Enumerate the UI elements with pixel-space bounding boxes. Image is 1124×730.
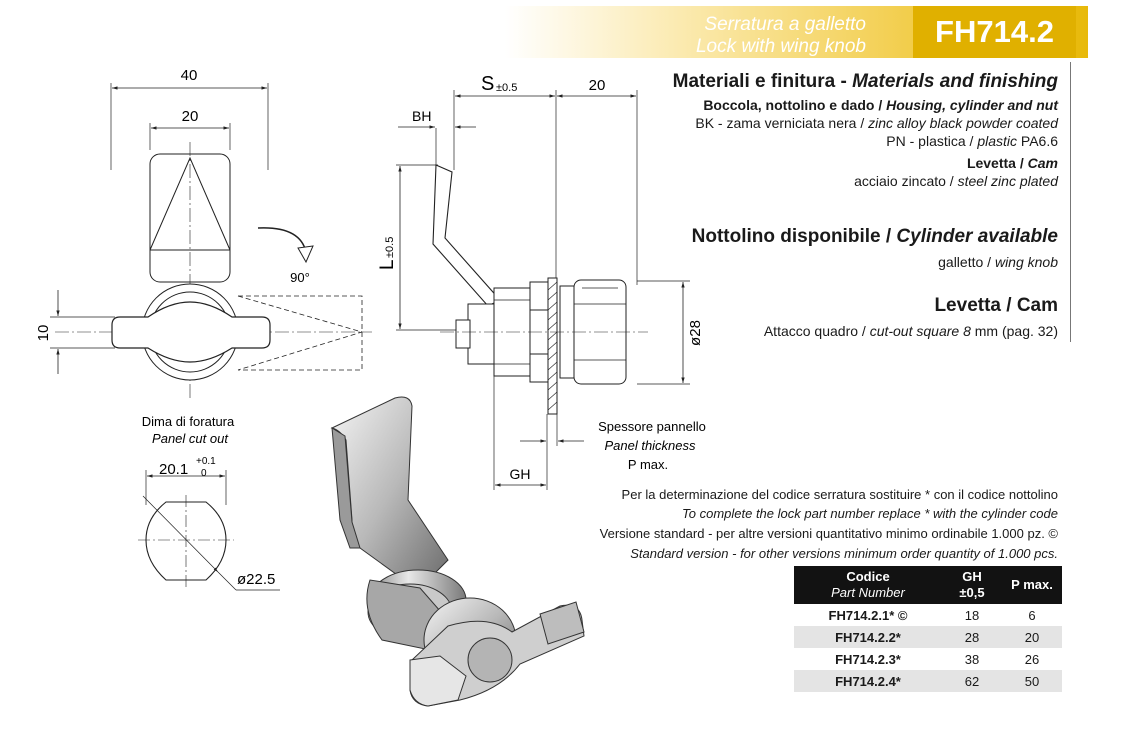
cutout-title-it: Dima di foratura — [142, 414, 235, 429]
cylinder-text: galletto / wing knob — [938, 254, 1058, 270]
cam-section: Levetta / Cam Attacco quadro / cut-out s… — [764, 295, 1058, 339]
cylinder-title: Nottolino disponibile / Cylinder availab… — [691, 226, 1058, 247]
header-title-en: Lock with wing knob — [695, 36, 866, 57]
cutout-diameter-label: ø22.5 — [237, 571, 275, 588]
cutout-tol-zero: 0 — [201, 468, 207, 479]
materials-section: Materiali e finitura - Materials and fin… — [673, 71, 1058, 189]
cam-text: Attacco quadro / cut-out square 8 mm (pa… — [763, 323, 1058, 339]
dim-l-tol: ±0.5 — [384, 237, 396, 258]
housing-bk: BK - zama verniciata nera / zinc alloy b… — [695, 115, 1058, 131]
dim-bh-label: BH — [412, 108, 431, 124]
panel-thickness-p: P max. — [628, 457, 668, 472]
dim-10-label: 10 — [35, 325, 52, 342]
technical-drawing: 40 20 10 90° S ±0.5 20 BH L ±0.5 ø28 GH … — [35, 67, 706, 707]
housing-label: Boccola, nottolino e dado / Housing, cyl… — [703, 97, 1058, 113]
cam-title: Levetta / Cam — [934, 295, 1058, 316]
cutout-title-en: Panel cut out — [152, 431, 229, 446]
cam-material: acciaio zincato / steel zinc plated — [854, 173, 1058, 189]
cutout-tol-plus: +0.1 — [196, 456, 216, 467]
materials-title: Materiali e finitura - Materials and fin… — [672, 71, 1058, 92]
dim-s-tol: ±0.5 — [496, 82, 517, 94]
product-code-badge: FH714.2 — [913, 6, 1076, 58]
side-view — [396, 90, 690, 490]
cutout-dim-label: 20.1 — [159, 461, 188, 478]
section-divider — [1070, 62, 1071, 342]
note-line-1: Per la determinazione del codice serratu… — [621, 487, 1058, 502]
dim-gh-label: GH — [510, 466, 531, 482]
dim-d28-label: ø28 — [687, 320, 704, 346]
dim-l-label: L — [377, 259, 398, 270]
panel-thickness-en: Panel thickness — [604, 438, 696, 453]
panel-thickness-it: Spessore pannello — [598, 419, 706, 434]
dim-20-side-label: 20 — [589, 77, 606, 94]
dim-40-label: 40 — [181, 67, 198, 84]
cutout-view — [138, 470, 280, 591]
dim-s-label: S — [481, 73, 494, 95]
note-line-2: To complete the lock part number replace… — [682, 506, 1058, 521]
housing-pn: PN - plastica / plastic PA6.6 — [886, 133, 1058, 149]
lock-3d-illustration — [330, 396, 585, 707]
header-title-it: Serratura a galletto — [704, 14, 866, 35]
front-view — [50, 83, 372, 400]
angle-90-label: 90° — [290, 270, 310, 285]
cylinder-section: Nottolino disponibile / Cylinder availab… — [692, 226, 1058, 270]
col-header-gh: GH±0,5 — [942, 566, 1002, 604]
col-header-pmax: P max. — [1002, 566, 1062, 604]
dim-20-top-label: 20 — [182, 108, 199, 125]
note-line-4: Standard version - for other versions mi… — [630, 546, 1058, 561]
note-line-3: Versione standard - per altre versioni q… — [599, 526, 1058, 541]
cam-material-label: Levetta / Cam — [966, 155, 1058, 171]
